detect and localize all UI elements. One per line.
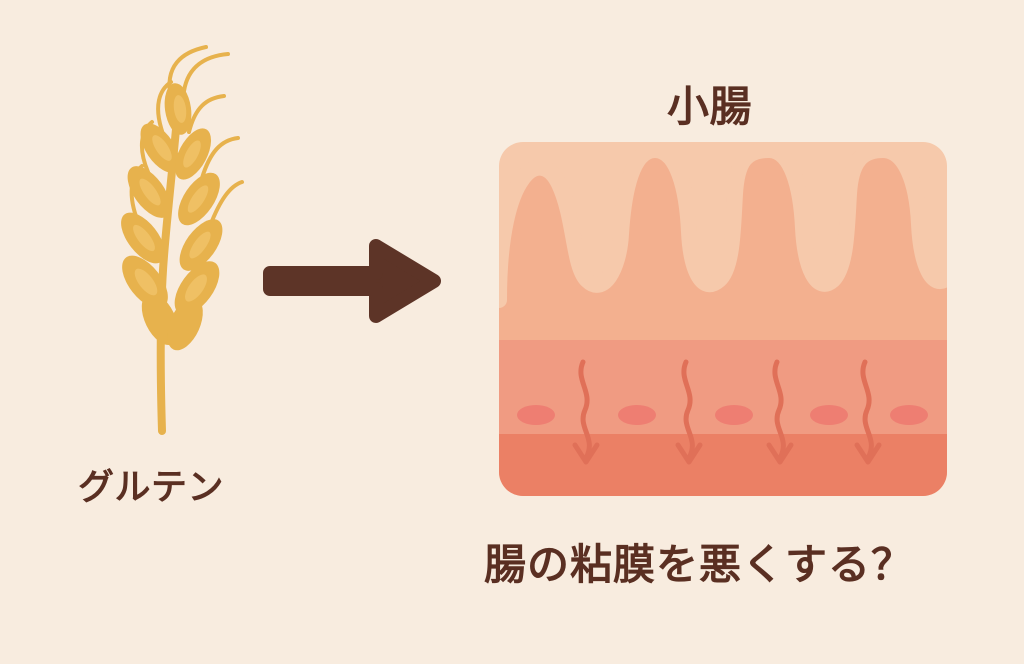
mucosa-question-label: 腸の粘膜を悪くする？ bbox=[484, 540, 915, 589]
wheat-icon bbox=[121, 45, 244, 435]
wavy-down-arrow-icon bbox=[572, 359, 882, 465]
intestine-villi-icon bbox=[499, 142, 947, 496]
small-intestine-title: 小腸 bbox=[667, 82, 753, 131]
gluten-label: グルテン bbox=[78, 467, 225, 508]
arrow-right-icon bbox=[263, 239, 441, 323]
